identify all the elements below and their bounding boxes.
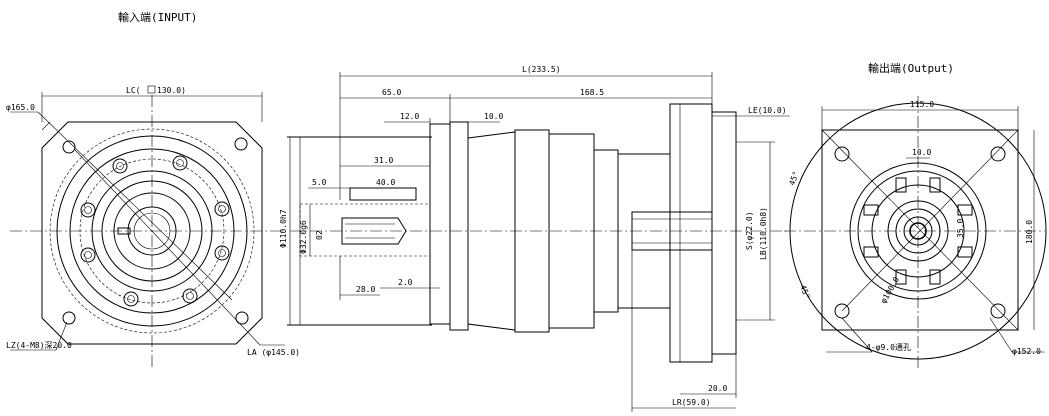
dim-115: 115.0 xyxy=(910,100,934,109)
dim-40: 40.0 xyxy=(376,178,395,187)
side-view: L(233.5) 65.0 168.5 12.0 10.0 LE(10.0) 3… xyxy=(279,65,790,412)
dim-out-10: 10.0 xyxy=(912,148,931,157)
dim-180: 180.0 xyxy=(1025,220,1034,244)
le-dim: LE(10.0) xyxy=(748,106,787,115)
dim-5: 5.0 xyxy=(312,178,327,187)
input-view-title: 輸入端(INPUT) xyxy=(118,10,197,24)
dim-65: 65.0 xyxy=(382,88,401,97)
la-label: LA (φ145.0) xyxy=(247,348,300,357)
dim-28: 28.0 xyxy=(356,285,375,294)
d152-label: φ152.0 xyxy=(1012,347,1041,356)
dim-168: 168.5 xyxy=(580,88,604,97)
d110h7-dim: Φ110.0h7 xyxy=(279,209,288,248)
d165-label: φ165.0 xyxy=(6,103,35,112)
d32g6-dim: Φ32.0g6 xyxy=(299,220,308,254)
dim-20: 20.0 xyxy=(708,384,727,393)
holes-label: 4-φ9.0通孔 xyxy=(866,342,911,352)
output-view-title: 輸出端(Output) xyxy=(868,61,954,75)
s22-dim: S(φ22.0) xyxy=(745,211,754,250)
dim-12: 12.0 xyxy=(400,112,419,121)
dim-31: 31.0 xyxy=(374,156,393,165)
d02-dim: 02 xyxy=(315,230,324,240)
lc-value: 130.0) xyxy=(157,86,186,95)
dim-2: 2.0 xyxy=(398,278,413,287)
dim-35: 35.0 xyxy=(956,219,965,238)
lc-dim: LC( xyxy=(126,86,140,95)
lb-dim: LB(110.0h8) xyxy=(759,207,768,260)
input-end-view: LC( 130.0) φ165.0 LZ(4-M8)深20.0 LA (φ145… xyxy=(6,85,300,370)
lz-label: LZ(4-M8)深20.0 xyxy=(6,341,72,350)
output-end-view: 115.0 10.0 35.0 180.0 φ100.0 45° 45° 4-φ… xyxy=(784,96,1047,370)
l-total-dim: L(233.5) xyxy=(522,65,561,74)
dim-10: 10.0 xyxy=(484,112,503,121)
lr-dim: LR(59.0) xyxy=(672,398,711,407)
angle-45b: 45° xyxy=(798,284,811,301)
